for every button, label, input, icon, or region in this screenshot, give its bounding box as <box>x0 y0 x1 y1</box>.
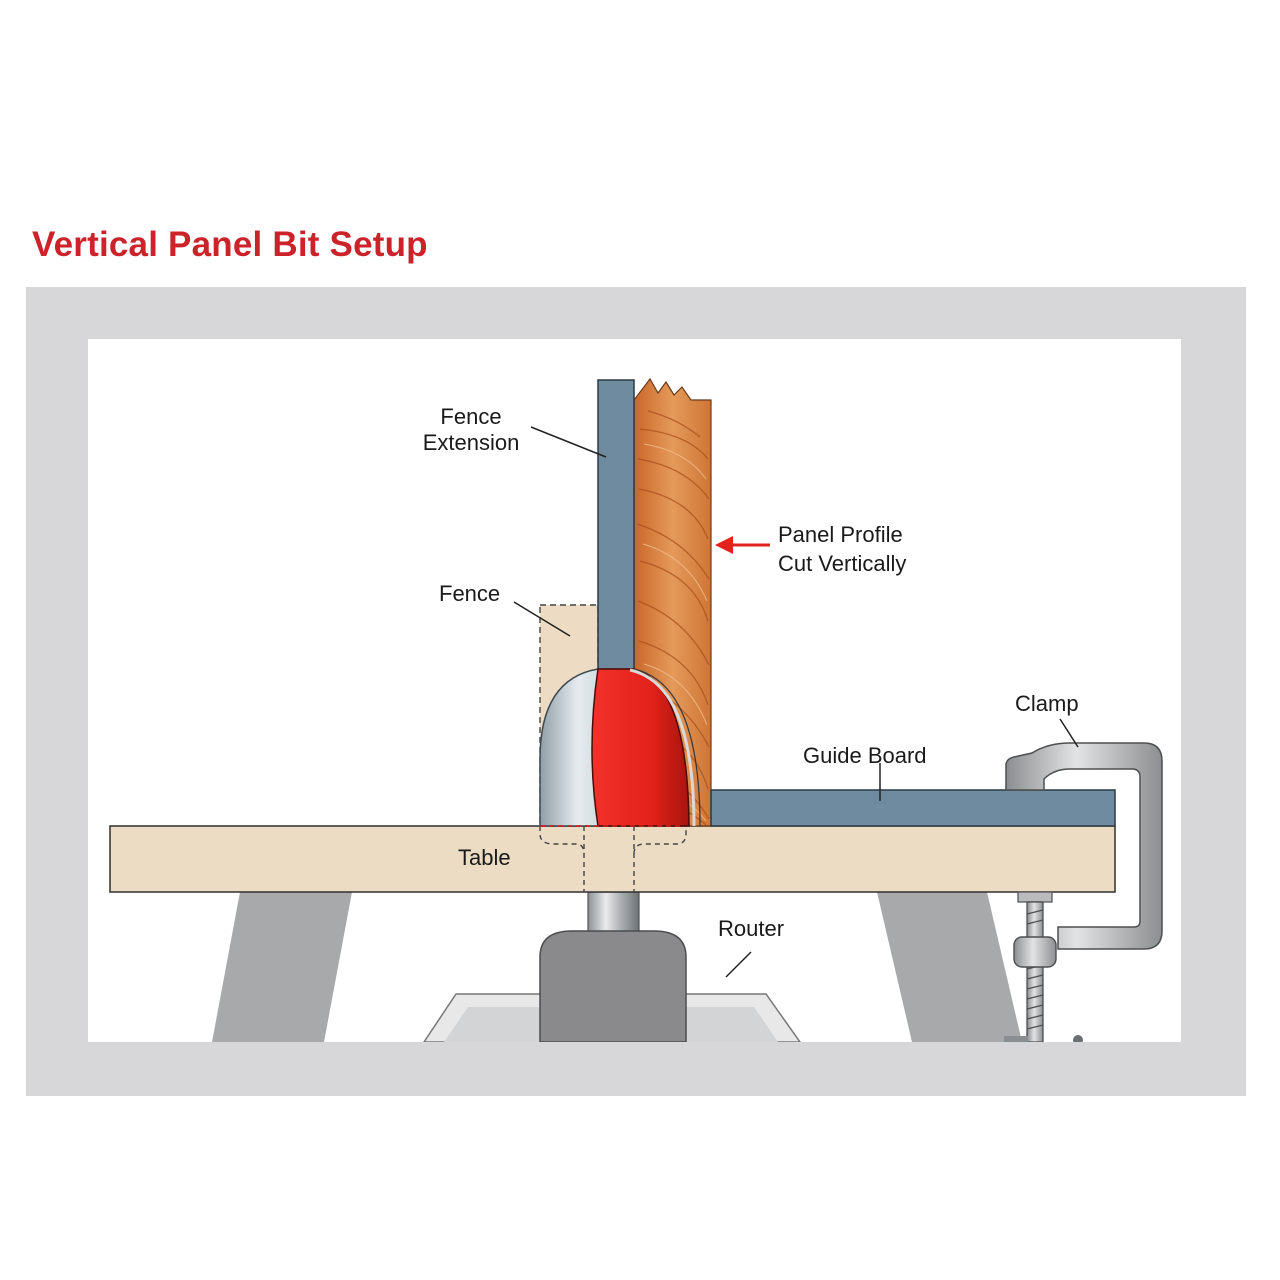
table-top <box>109 825 1116 893</box>
fence-extension-leader <box>530 426 607 458</box>
table-leg-right <box>877 892 1022 1042</box>
table-opening <box>583 826 635 892</box>
table-leg-left <box>212 892 352 1042</box>
router-body <box>539 930 687 1042</box>
label-router: Router <box>718 916 784 941</box>
panel-profile-arrow <box>715 536 770 554</box>
router-leader <box>725 951 752 978</box>
label-fence: Fence <box>439 581 500 606</box>
label-table: Table <box>458 845 511 870</box>
router-bit <box>539 668 701 827</box>
page-title: Vertical Panel Bit Setup <box>32 225 428 264</box>
label-panel-profile-line2: Cut Vertically <box>778 551 906 576</box>
fence-extension <box>597 379 635 671</box>
label-clamp: Clamp <box>1015 691 1079 716</box>
label-fence-extension-line1: Fence <box>440 404 501 429</box>
diagram-panel: Fence Extension Panel Profile Cut Vertic… <box>88 339 1181 1042</box>
router-collet <box>587 891 640 935</box>
fence-leader <box>513 601 571 637</box>
label-panel-profile-line1: Panel Profile <box>778 522 903 547</box>
clamp <box>1004 742 1163 1042</box>
clamp-leader <box>1059 718 1079 748</box>
setup-diagram: Fence Extension Panel Profile Cut Vertic… <box>109 377 1163 1042</box>
label-fence-extension-line2: Extension <box>423 430 520 455</box>
guide-board <box>710 789 1116 827</box>
label-guide-board: Guide Board <box>803 743 927 768</box>
